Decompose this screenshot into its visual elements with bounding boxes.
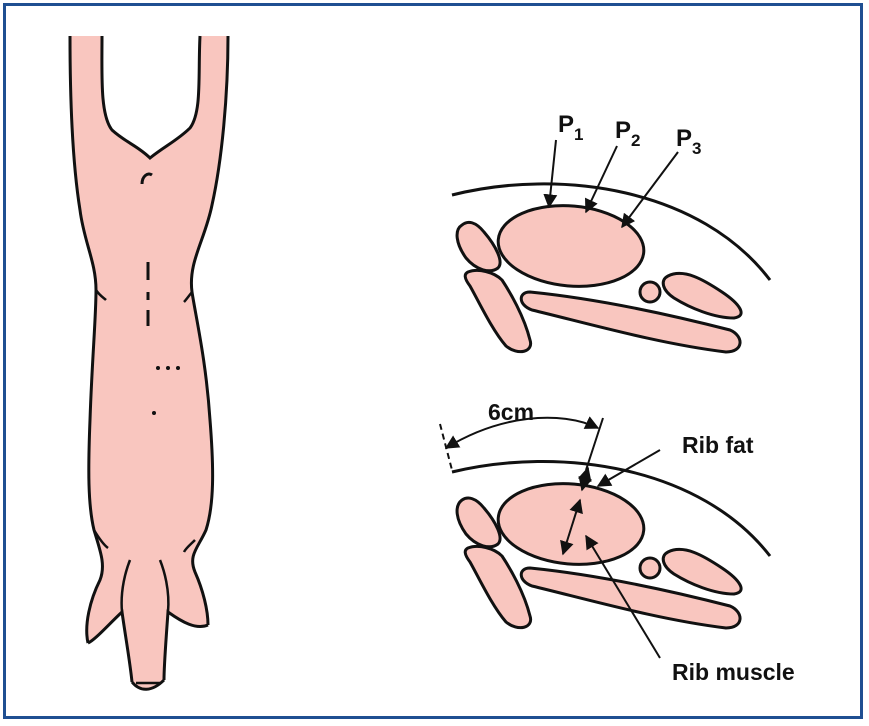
rib-muscle-label: Rib muscle <box>672 659 795 685</box>
p1-label: P1 <box>558 111 583 144</box>
p3-label: P3 <box>676 125 701 158</box>
distance-label: 6cm <box>488 399 534 425</box>
p2-label: P2 <box>615 117 640 150</box>
rib-fat-label: Rib fat <box>682 432 754 458</box>
carcass-outline <box>70 36 228 689</box>
cross-section-top <box>452 140 770 352</box>
